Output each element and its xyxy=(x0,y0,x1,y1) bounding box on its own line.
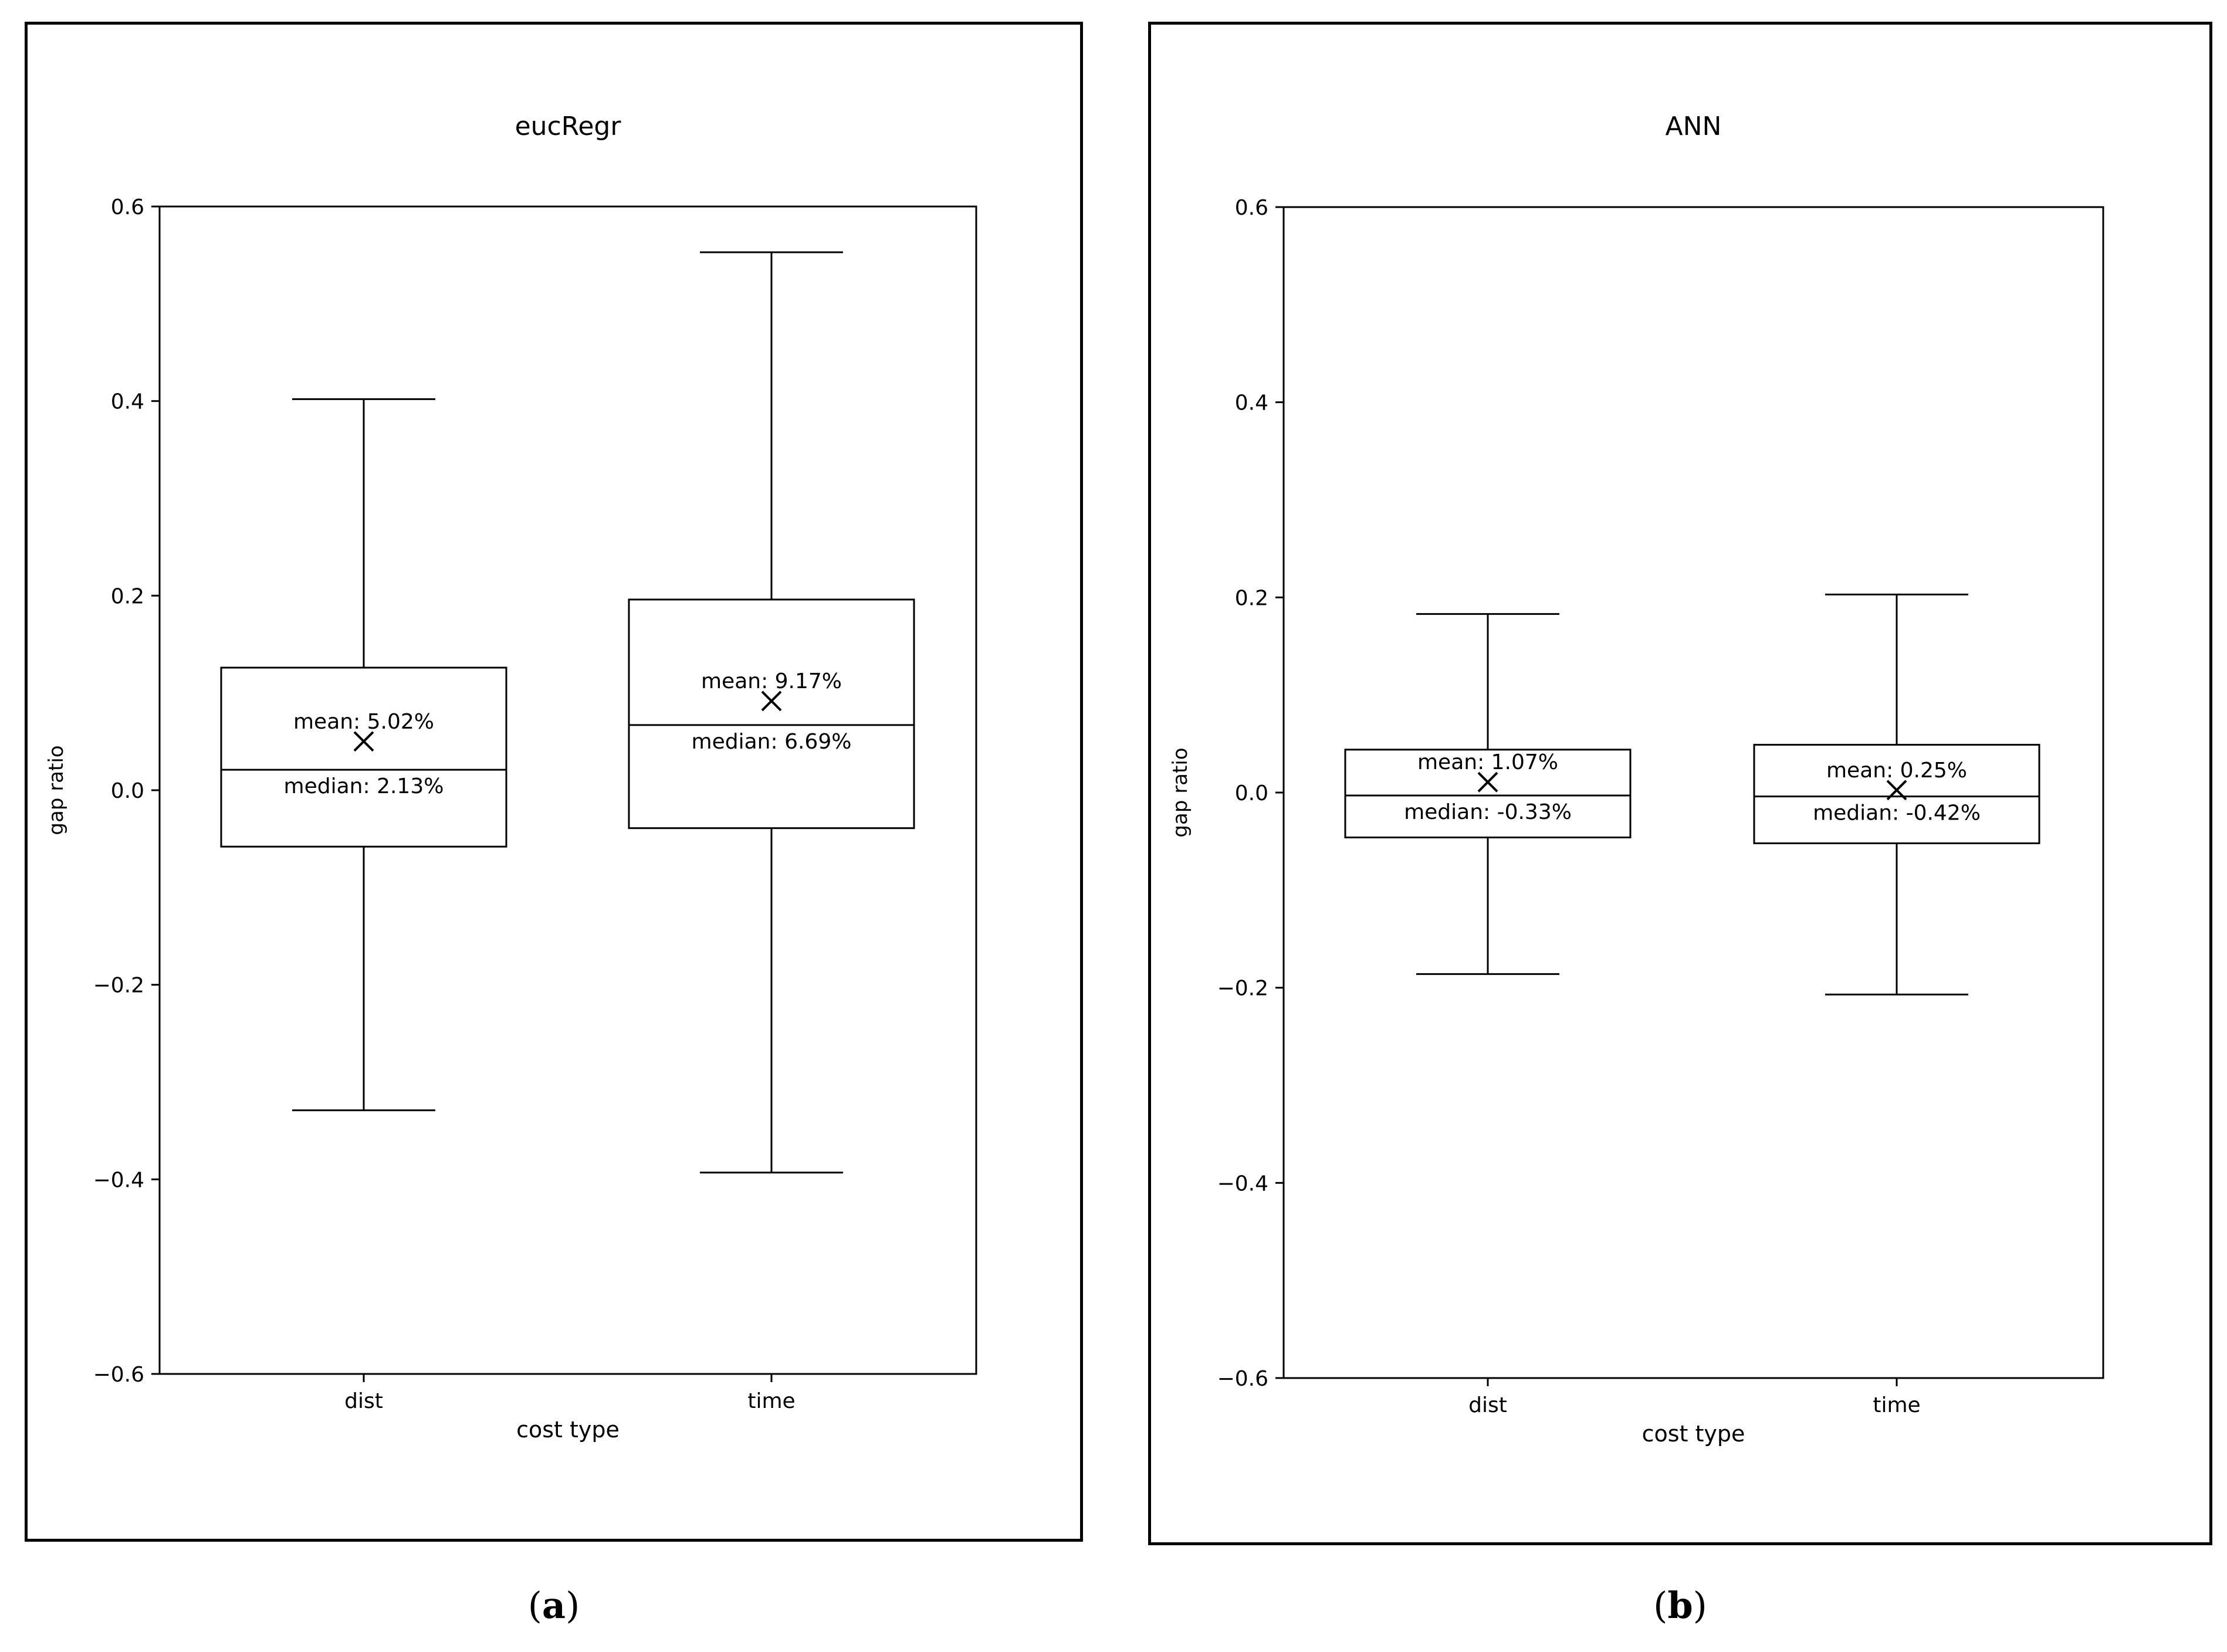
x-axis-label: cost type xyxy=(1642,1421,1745,1447)
chart-a: eucRegr −0.6 −0.4 −0.2 0.0 0.2 0.4 0.6 gap ratio… xyxy=(45,111,977,1443)
mean-annotation: mean: 1.07% xyxy=(1417,750,1558,774)
y-tick-label: 0.0 xyxy=(111,779,144,803)
mean-marker xyxy=(1886,780,1907,801)
y-tick-label: −0.4 xyxy=(1217,1172,1268,1196)
median-annotation: median: -0.33% xyxy=(1404,800,1572,824)
caption-a-letter: a xyxy=(541,1584,566,1627)
mean-marker xyxy=(761,690,782,712)
y-tick-label: 0.6 xyxy=(111,195,144,219)
y-tick-label: 0.6 xyxy=(1235,196,1268,220)
mean-annotation: mean: 0.25% xyxy=(1826,759,1967,783)
mean-marker xyxy=(353,731,374,752)
panel-frame-b xyxy=(1148,22,2212,1545)
y-tick-label: 0.4 xyxy=(111,390,144,414)
y-axis-label: gap ratio xyxy=(1169,747,1192,837)
y-axis-label: gap ratio xyxy=(45,745,68,835)
caption-b: (b) xyxy=(1653,1584,1707,1627)
y-tick-label: −0.4 xyxy=(93,1168,144,1192)
plot-frame xyxy=(158,205,977,1375)
x-tick-label: time xyxy=(1873,1393,1920,1417)
panel-frame-a xyxy=(25,22,1083,1542)
y-tick-label: −0.2 xyxy=(93,974,144,998)
y-tick-label: −0.2 xyxy=(1217,977,1268,1001)
caption-b-letter: b xyxy=(1667,1584,1693,1627)
y-tick-label: 0.2 xyxy=(1235,586,1268,610)
y-tick-label: −0.6 xyxy=(1217,1367,1268,1391)
x-tick-label: dist xyxy=(344,1389,383,1413)
median-annotation: median: 6.69% xyxy=(692,730,852,754)
box-iqr xyxy=(628,598,915,830)
chart-b: ANN −0.6 −0.4 −0.2 0.0 0.2 0.4 0.6 gap ratio dist… xyxy=(1169,111,2104,1447)
x-tick-label: time xyxy=(747,1389,795,1413)
median-annotation: median: -0.42% xyxy=(1813,801,1981,825)
y-tick-label: 0.0 xyxy=(1235,781,1268,805)
y-tick-label: −0.6 xyxy=(93,1363,144,1387)
y-tick-label: 0.2 xyxy=(111,584,144,608)
y-tick-label: 0.4 xyxy=(1235,391,1268,415)
box-iqr xyxy=(220,666,507,848)
mean-annotation: mean: 9.17% xyxy=(701,669,842,693)
x-axis-label: cost type xyxy=(516,1417,620,1443)
chart-title: ANN xyxy=(1666,111,1722,141)
box-iqr xyxy=(1344,749,1632,839)
chart-title: eucRegr xyxy=(515,111,622,141)
caption-a: (a) xyxy=(527,1584,580,1627)
x-tick-label: dist xyxy=(1468,1393,1507,1417)
plot-frame xyxy=(1282,206,2104,1379)
median-annotation: median: 2.13% xyxy=(284,774,444,798)
mean-marker xyxy=(1477,771,1498,793)
mean-annotation: mean: 5.02% xyxy=(293,710,434,734)
box-iqr xyxy=(1753,743,2040,844)
